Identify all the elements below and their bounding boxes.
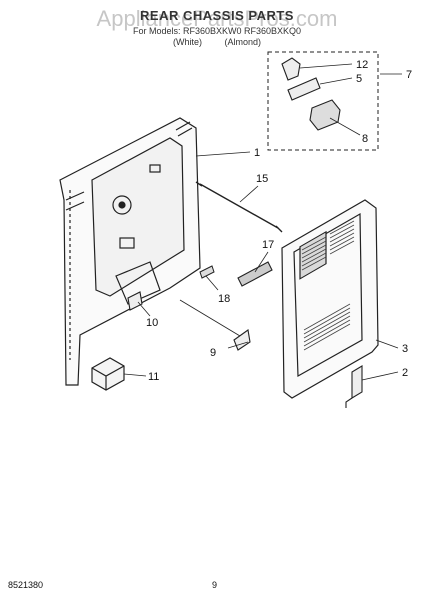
- clip-part-10: [127, 291, 143, 311]
- terminal-block-part-17: [237, 261, 273, 287]
- bracket-part-9: [233, 329, 251, 351]
- callout-10: 10: [146, 317, 158, 329]
- latch-part-12: [281, 57, 301, 81]
- page-number: 9: [212, 580, 218, 590]
- callout-1: 1: [254, 147, 260, 159]
- callout-5: 5: [356, 73, 362, 85]
- callout-11: 11: [148, 371, 159, 383]
- callout-9: 9: [210, 347, 216, 359]
- variant-almond: (Almond): [224, 37, 262, 47]
- callout-7: 7: [406, 69, 412, 81]
- door-liner-panel: [281, 199, 379, 399]
- rod-part-15: [195, 181, 283, 233]
- model-line: For Models: RF360BXKW0 RF360BXKQ0: [132, 26, 302, 36]
- callout-3: 3: [402, 343, 408, 355]
- callout-12: 12: [356, 59, 368, 71]
- callout-17: 17: [262, 239, 274, 251]
- color-variants: (White) (Almond): [0, 37, 434, 47]
- bracket-part-5: [287, 77, 321, 101]
- watermark: AppliancePartsPros.com: [96, 6, 338, 31]
- rear-chassis-panel: [59, 117, 201, 386]
- leader-lines: [123, 63, 402, 381]
- callout-2: 2: [402, 367, 408, 379]
- callout-8: 8: [362, 133, 368, 145]
- bracket-part-2: [345, 365, 363, 408]
- sub-assembly-box: [267, 51, 379, 151]
- variant-white: (White): [172, 37, 202, 47]
- callout-15: 15: [256, 173, 268, 185]
- part-number: 8521380: [8, 580, 44, 590]
- screw-part-18: [199, 265, 215, 279]
- callout-18: 18: [218, 293, 230, 305]
- switch-part-8: [309, 99, 341, 131]
- callout-labels: 1 2 3 5 7 8 9 10 11 12 15 17 18: [146, 59, 412, 383]
- block-part-11: [91, 357, 125, 391]
- diagram-title: REAR CHASSIS PARTS: [140, 8, 294, 23]
